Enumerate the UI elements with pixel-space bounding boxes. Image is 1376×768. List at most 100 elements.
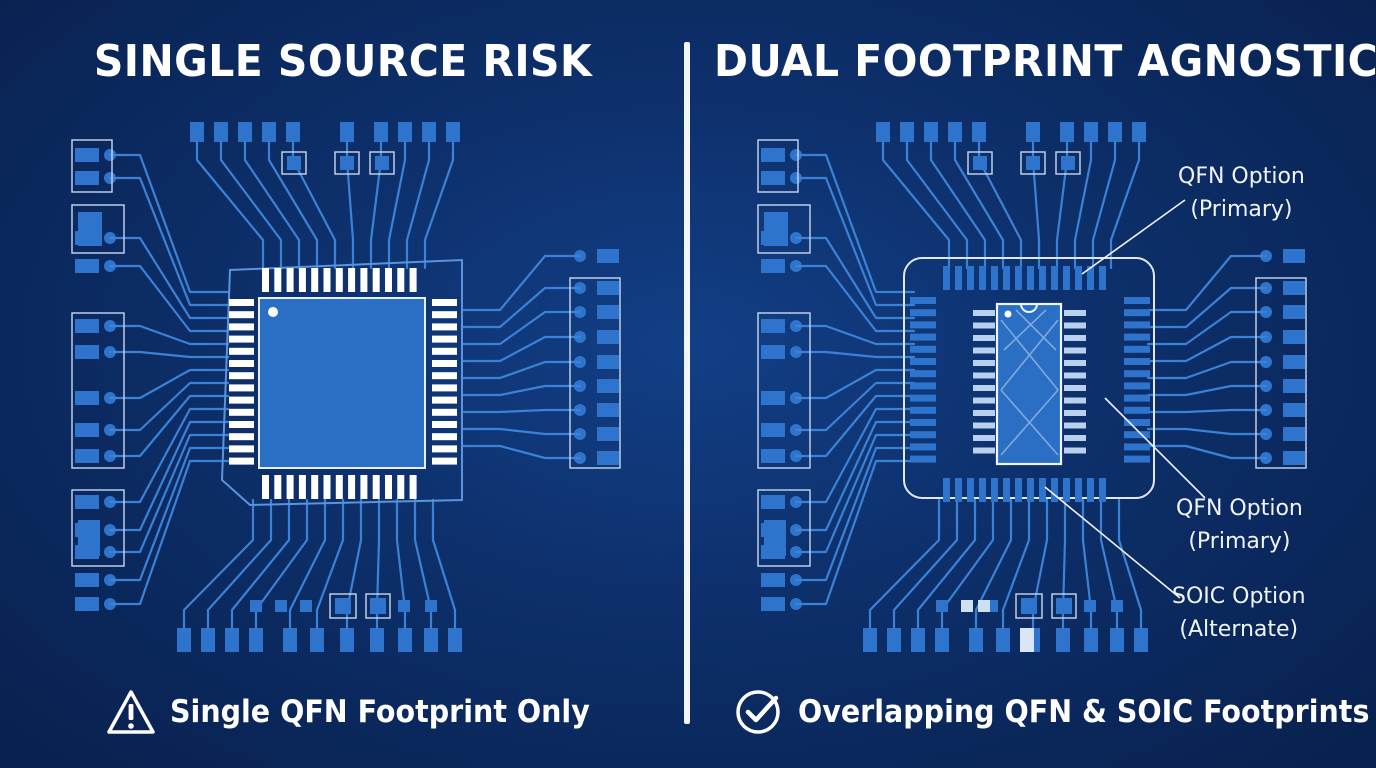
pcb-trace: [108, 264, 230, 333]
pcb-pad: [374, 122, 388, 142]
pcb-pad: [935, 628, 949, 652]
pcb-pad: [761, 495, 785, 509]
soic-pad: [973, 447, 995, 454]
qfn-pad: [229, 384, 254, 392]
qfn-pad: [229, 335, 254, 343]
soic-pad: [1064, 422, 1086, 429]
pcb-trace: [108, 446, 230, 582]
pcb-trace: [288, 498, 327, 630]
qfn-pad: [229, 372, 254, 380]
qfn-pad: [1015, 478, 1022, 502]
soic-pad: [1064, 322, 1086, 329]
qfn-pad: [229, 421, 254, 428]
qfn-pad: [432, 372, 457, 380]
pcb-pad: [597, 281, 619, 295]
pcb-trace: [108, 153, 230, 294]
pcb-pad: [597, 355, 619, 369]
pcb-trace: [108, 407, 230, 504]
pcb-pad: [398, 122, 412, 142]
qfn-pad: [262, 268, 269, 292]
pcb-pad: [75, 573, 99, 587]
qfn-pad: [1027, 266, 1034, 290]
pcb-trace: [953, 140, 1005, 270]
pcb-trace: [794, 350, 916, 359]
pcb-pad: [1056, 628, 1070, 652]
qfn-pad: [979, 266, 986, 290]
callout-leader-line: [1081, 199, 1186, 275]
pcb-trace: [1055, 140, 1069, 270]
qfn-pad: [1039, 266, 1046, 290]
qfn-pad: [1124, 358, 1150, 365]
pcb-trace: [219, 140, 283, 270]
qfn-pad: [910, 333, 936, 341]
pcb-trace: [1031, 140, 1041, 270]
qfn-pad: [298, 268, 306, 292]
overlap-trace: [1000, 389, 1059, 456]
pcb-trace: [460, 384, 582, 397]
qfn-pad: [1075, 478, 1082, 502]
pcb-trace: [460, 310, 582, 346]
qfn-pad: [397, 475, 405, 499]
pcb-trace: [195, 140, 265, 270]
left-footer: Single QFN Footprint Only: [106, 688, 626, 736]
pcb-pad: [761, 259, 785, 273]
pcb-pad: [876, 122, 890, 142]
qfn-pad: [967, 478, 974, 502]
qfn-pad: [1124, 370, 1150, 378]
soic-pad: [973, 385, 995, 391]
qfn-pad: [229, 433, 254, 441]
pcb-pad: [75, 449, 99, 463]
pcb-pad: [250, 600, 262, 612]
pcb-pad: [238, 122, 252, 142]
pcb-pad: [1108, 122, 1122, 142]
pcb-pad: [398, 600, 410, 612]
pcb-trace: [369, 140, 383, 270]
pcb-pad: [887, 628, 901, 652]
pcb-trace: [108, 368, 230, 400]
pcb-trace: [395, 498, 407, 630]
pcb-pad: [75, 319, 99, 333]
qfn-pad: [943, 266, 950, 290]
pcb-trace: [460, 254, 582, 312]
silkscreen-outline: [757, 312, 811, 469]
pin1-marker: [268, 307, 278, 317]
qfn-die: [258, 297, 426, 469]
pcb-pad: [201, 628, 215, 652]
pcb-trace: [243, 140, 301, 270]
pcb-trace: [794, 420, 916, 532]
silkscreen-outline: [569, 277, 621, 469]
pcb-pad: [75, 148, 99, 162]
pcb-pad: [448, 628, 462, 652]
qfn-pad: [432, 445, 457, 453]
pcb-pad: [924, 122, 938, 142]
panel-divider: [684, 42, 690, 724]
pcb-pad: [75, 423, 99, 437]
pcb-pad: [75, 259, 99, 273]
qfn-pad: [229, 323, 254, 331]
pcb-trace: [206, 498, 273, 630]
qfn-pad: [432, 408, 457, 416]
soic-pad: [973, 360, 995, 366]
pcb-pad: [1283, 281, 1305, 295]
pcb-pad: [1026, 122, 1040, 142]
pcb-trace: [1073, 140, 1093, 270]
callout-soic-alternate: SOIC Option (Alternate): [1172, 580, 1306, 646]
silkscreen-outline: [1255, 277, 1307, 469]
pcb-pad: [973, 156, 987, 170]
qfn-pad: [274, 268, 282, 292]
pcb-pad: [262, 122, 276, 142]
qfn-pad: [910, 455, 936, 463]
pcb-pad: [370, 598, 386, 614]
soic-pad: [1064, 372, 1086, 379]
pcb-trace: [108, 381, 230, 432]
qfn-pad: [1124, 333, 1150, 341]
overlap-trace: [1000, 319, 1059, 391]
qfn-pad: [1099, 478, 1106, 502]
silkscreen-outline: [71, 489, 125, 567]
pcb-trace: [794, 407, 916, 504]
qfn-pad: [955, 266, 962, 290]
qfn-pad: [1099, 266, 1106, 290]
pcb-trace: [108, 394, 230, 458]
pcb-pad: [969, 628, 983, 652]
qfn-pad: [385, 268, 392, 292]
